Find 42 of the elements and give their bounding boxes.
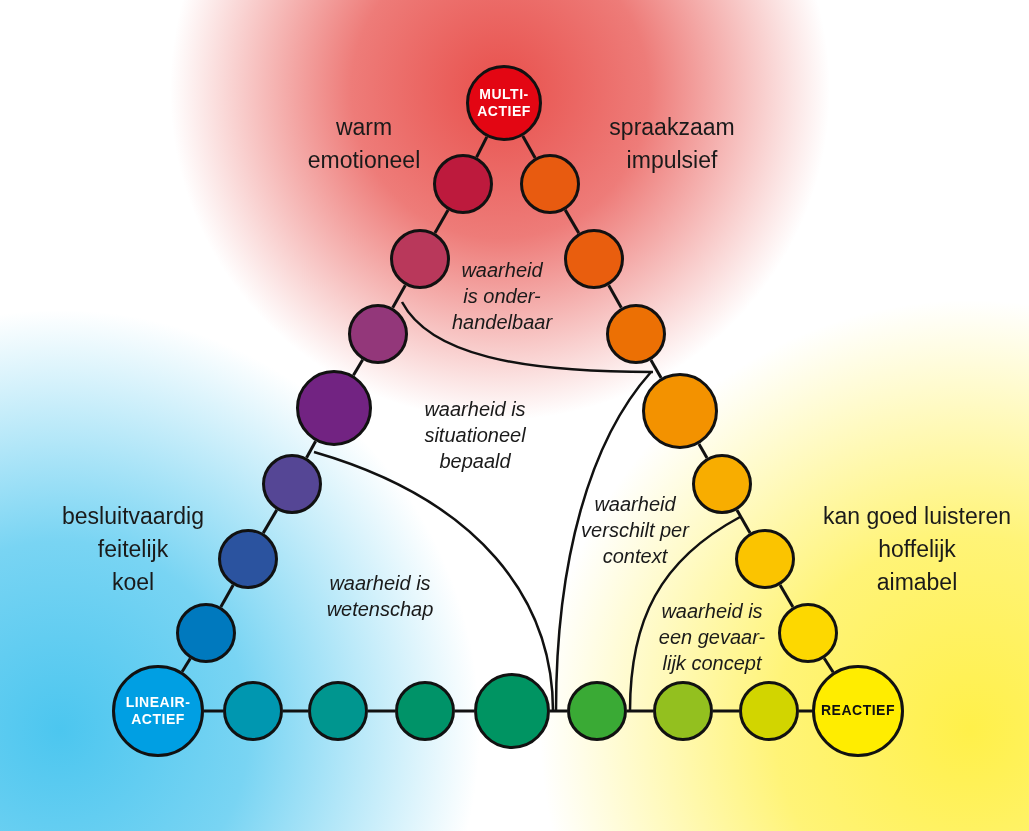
connector-line [778,584,795,608]
region-label: waarheid is onder- handelbaar [451,258,553,335]
region-label: waarheid is situationeel bepaald [423,397,527,474]
connector-line [799,709,812,713]
node-label: MULTI-ACTIEF [476,85,532,121]
trait-label: feitelijk [97,535,169,563]
connector-line [649,359,663,379]
connector-line [627,709,653,713]
connector-line [735,509,752,534]
connector-line [283,709,308,713]
connector-line [368,709,395,713]
connector-line [697,443,709,459]
connector-line [822,657,835,674]
region-label: waarheid verschilt per context [580,492,691,569]
connector-line [261,509,279,534]
connector-line [607,284,623,309]
region-label: waarheid is een gevaar- lijk concept [657,599,767,676]
connector-line [563,209,581,234]
connector-line [521,135,537,159]
trait-label: warm [335,113,393,141]
connector-line [550,709,567,713]
connector-line [219,584,235,608]
connector-line [305,440,317,459]
trait-label: besluitvaardig [62,502,204,530]
connector-line [713,709,739,713]
trait-label: koel [111,568,155,596]
connector-line [455,709,474,713]
trait-label: impulsief [626,146,718,174]
connector-line [352,359,364,377]
connector-line [180,657,192,673]
connector-line [204,709,223,713]
trait-label: kan goed luisteren [823,502,1011,530]
trait-label: hoffelijk [878,535,956,563]
trait-label: spraakzaam [609,113,735,141]
trait-label: aimabel [876,568,958,596]
region-label: waarheid is wetenschap [325,571,435,622]
connector-line [433,209,450,234]
connector-line [391,284,407,309]
node-label: REACTIEF [821,702,895,720]
node-label: LINEAIR-ACTIEF [124,693,192,729]
connector-line [475,136,489,158]
trait-label: emotioneel [307,146,421,174]
